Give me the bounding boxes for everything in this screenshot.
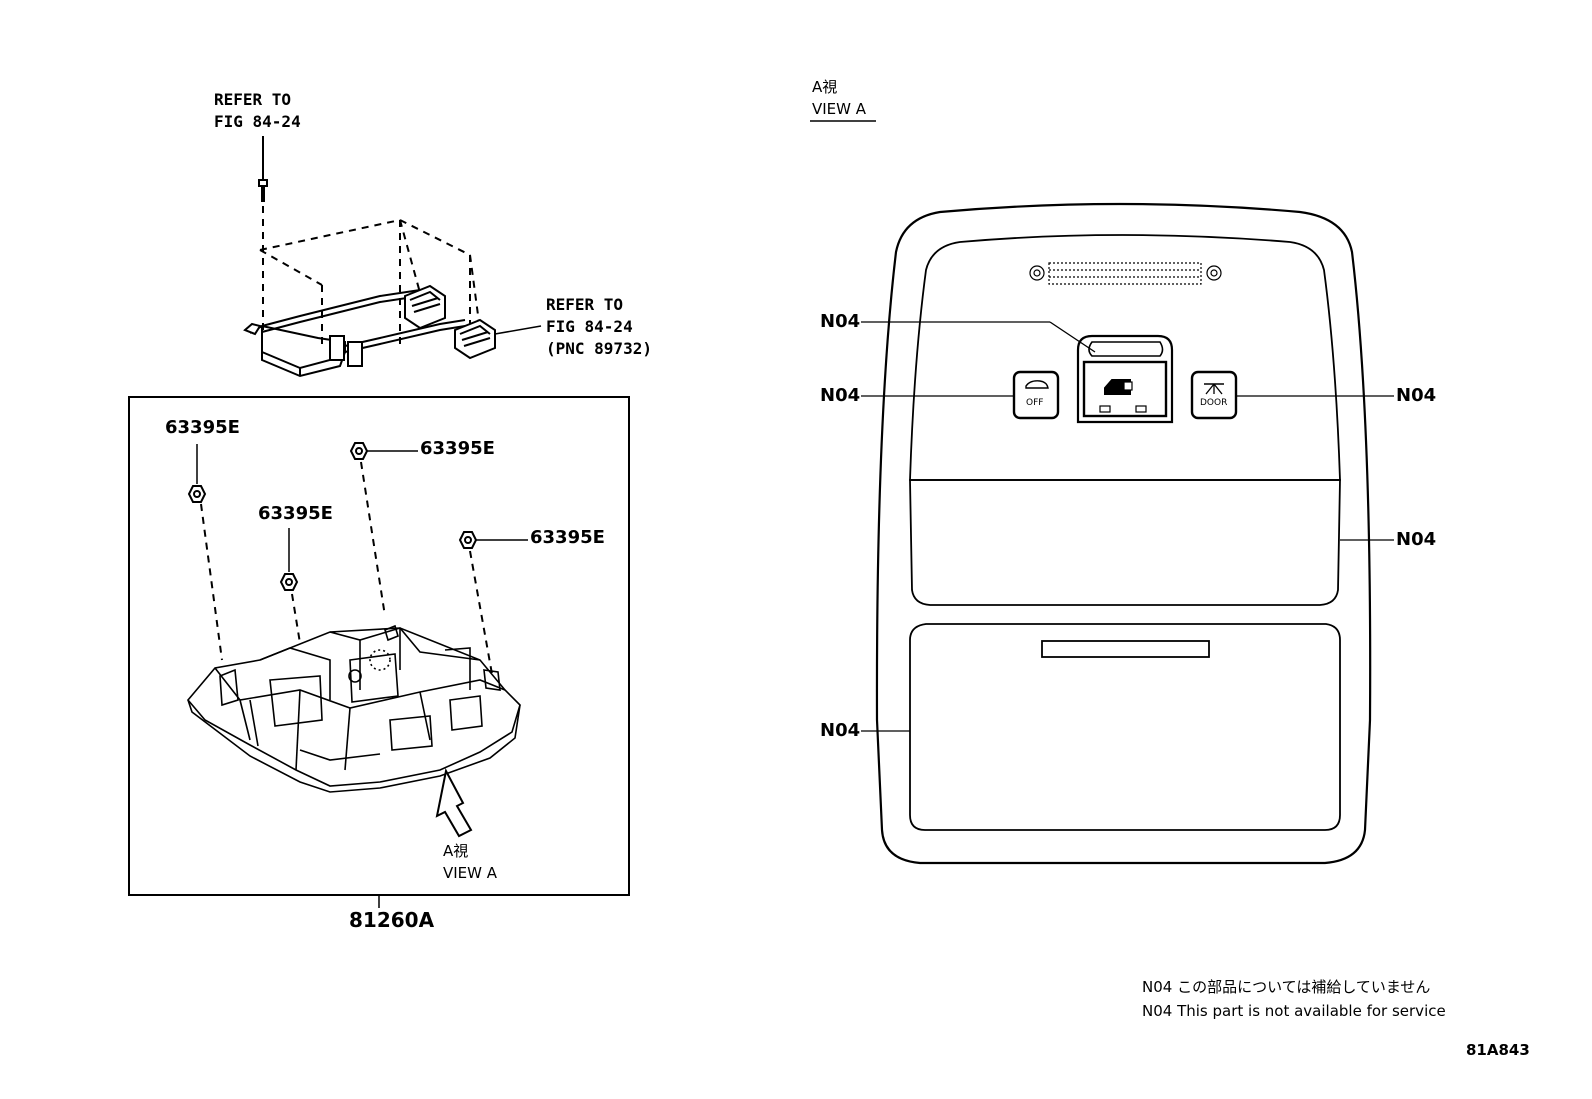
view-a-arrow-icon: [435, 768, 473, 838]
connector-lower-icon: [454, 318, 496, 360]
view-arrow-en: VIEW A: [443, 864, 498, 882]
note-japanese: N04 この部品については補給していません: [1142, 978, 1431, 996]
clip-part-number: 63395E: [165, 417, 240, 438]
refer-right-line3: (PNC 89732): [546, 339, 652, 358]
off-button-label: OFF: [1026, 398, 1044, 408]
refer-right-line1: REFER TO: [546, 295, 624, 314]
refer-top-line1: REFER TO: [214, 90, 292, 109]
overhead-console-body: [186, 624, 521, 793]
refer-right-line2: FIG 84-24: [546, 317, 633, 336]
callout-n04: N04: [820, 720, 861, 741]
connector-upper-icon: [404, 284, 446, 330]
assembly-part-number: 81260A: [349, 908, 435, 932]
console-front-view: [875, 202, 1372, 865]
clip-part-number: 63395E: [420, 438, 495, 459]
view-title-jp: A視: [812, 78, 838, 96]
callout-n04: N04: [820, 311, 861, 332]
wire-harness-illustration: [243, 136, 542, 378]
callout-n04: N04: [820, 385, 861, 406]
callout-n04: N04: [1396, 385, 1437, 406]
microphone-grille-icon: [1029, 262, 1222, 285]
screw-icon: [258, 136, 268, 202]
clip-icons: [187, 442, 528, 681]
door-button-label: DOOR: [1200, 398, 1228, 408]
clip-part-number: 63395E: [530, 527, 605, 548]
note-english: N04 This part is not available for servi…: [1142, 1002, 1446, 1020]
center-button-icon: [1076, 334, 1174, 424]
figure-id: 81A843: [1466, 1041, 1530, 1059]
view-title-en: VIEW A: [812, 100, 867, 118]
clip-part-number: 63395E: [258, 503, 333, 524]
callout-leaders: [861, 321, 1394, 732]
view-arrow-jp: A視: [443, 842, 469, 860]
refer-top-line2: FIG 84-24: [214, 112, 301, 131]
off-button-icon: [1012, 370, 1060, 420]
callout-n04: N04: [1396, 529, 1437, 550]
door-button-icon: [1190, 370, 1238, 420]
